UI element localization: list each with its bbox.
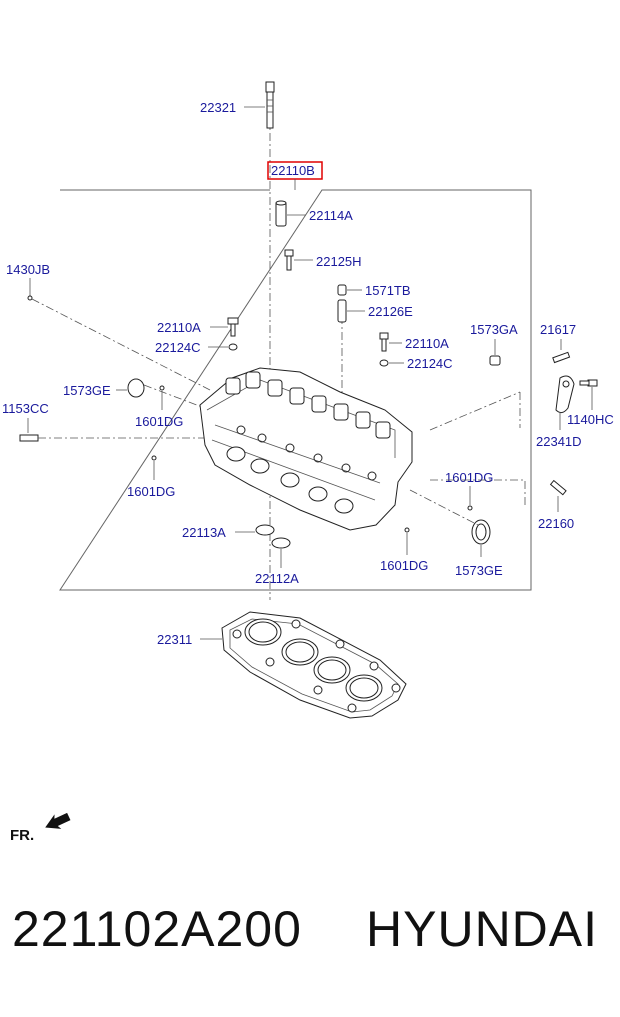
- label-22110A-right[interactable]: 22110A: [405, 336, 449, 351]
- label-22311[interactable]: 22311: [157, 632, 192, 647]
- front-arrow-icon: [45, 812, 71, 829]
- label-1601DG-1[interactable]: 1601DG: [135, 414, 183, 429]
- plug-part[interactable]: [27, 295, 33, 301]
- label-1573GA[interactable]: 1573GA: [470, 322, 518, 337]
- valve-bolt-right[interactable]: [379, 332, 389, 352]
- label-1573GE-left[interactable]: 1573GE: [63, 383, 111, 398]
- bracket-bolt[interactable]: [579, 379, 598, 387]
- cylinder-head-body[interactable]: [199, 367, 413, 531]
- label-22126E[interactable]: 22126E: [368, 304, 413, 319]
- parts-diagram: 22321 22110B 22114A 22125H 1430JB 1571TB…: [2, 81, 614, 844]
- seal-left[interactable]: [228, 343, 238, 351]
- dowel-pin-part[interactable]: [549, 479, 567, 496]
- cap-part[interactable]: [489, 355, 501, 366]
- oring-upper[interactable]: [255, 524, 275, 536]
- label-22160[interactable]: 22160: [538, 516, 574, 531]
- head-bolt-part[interactable]: [265, 81, 275, 129]
- label-22113A[interactable]: 22113A: [182, 525, 226, 540]
- label-1573GE-right[interactable]: 1573GE: [455, 563, 503, 578]
- label-1153CC[interactable]: 1153CC: [2, 401, 49, 416]
- assembly-frame: [59, 189, 532, 591]
- label-1601DG-3[interactable]: 1601DG: [445, 470, 493, 485]
- label-22112A[interactable]: 22112A: [255, 571, 299, 586]
- guide-part[interactable]: [337, 284, 347, 323]
- label-22341D[interactable]: 22341D: [536, 434, 582, 449]
- part-number: 221102A200: [12, 901, 302, 957]
- plug-screw[interactable]: [19, 434, 39, 442]
- small-bolt-part[interactable]: [284, 249, 294, 271]
- front-direction-label: FR.: [10, 827, 34, 844]
- footer: 221102A200 HYUNDAI: [0, 900, 620, 980]
- valve-bolt-left[interactable]: [227, 317, 239, 337]
- label-1601DG-4[interactable]: 1601DG: [380, 558, 428, 573]
- label-22321[interactable]: 22321: [200, 100, 236, 115]
- pin-part[interactable]: [552, 351, 571, 364]
- seal-cap-left[interactable]: [127, 378, 145, 398]
- label-22124C-left[interactable]: 22124C: [155, 340, 201, 355]
- dowel-part[interactable]: [275, 200, 287, 227]
- label-1140HC[interactable]: 1140HC: [567, 412, 614, 427]
- label-1430JB[interactable]: 1430JB: [6, 262, 50, 277]
- label-22124C-right[interactable]: 22124C: [407, 356, 453, 371]
- brand-name: HYUNDAI: [366, 901, 599, 957]
- label-22110B[interactable]: 22110B: [271, 163, 315, 178]
- label-1571TB[interactable]: 1571TB: [365, 283, 411, 298]
- label-22125H[interactable]: 22125H: [316, 254, 362, 269]
- label-21617[interactable]: 21617: [540, 322, 576, 337]
- head-gasket[interactable]: [221, 611, 407, 719]
- label-1601DG-2[interactable]: 1601DG: [127, 484, 175, 499]
- hanger-part[interactable]: [555, 375, 575, 414]
- seal-right[interactable]: [379, 359, 389, 367]
- oring-lower[interactable]: [271, 537, 291, 549]
- label-22110A-left[interactable]: 22110A: [157, 320, 201, 335]
- label-22114A[interactable]: 22114A: [309, 208, 353, 223]
